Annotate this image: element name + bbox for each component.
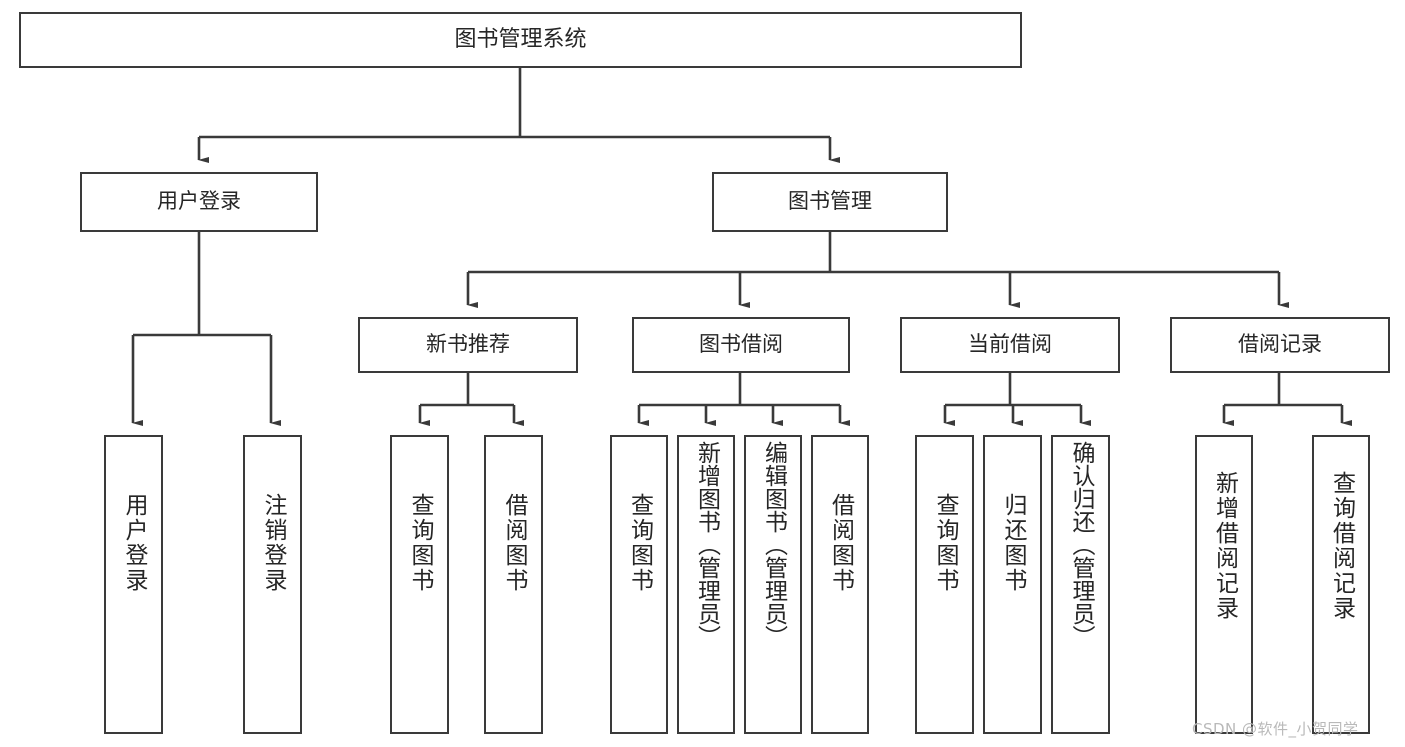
- node-label: 借阅记录: [1238, 332, 1322, 357]
- node-label: 借阅图书: [827, 493, 854, 593]
- node-label: 归还图书: [1000, 493, 1026, 593]
- leaf-query-book-borrow[interactable]: 查询图书: [610, 435, 668, 734]
- node-label: 图书借阅: [699, 332, 783, 357]
- node-label: 图书管理系统: [454, 26, 587, 52]
- leaf-logout[interactable]: 注销登录: [243, 435, 302, 734]
- leaf-return-book[interactable]: 归还图书: [983, 435, 1042, 734]
- leaf-confirm-return-admin[interactable]: 确认归还（管理员）: [1051, 435, 1110, 734]
- node-label: 查询借阅记录: [1328, 471, 1355, 621]
- node-label: 查询图书: [932, 493, 958, 593]
- node-current-borrow[interactable]: 当前借阅: [900, 317, 1120, 373]
- node-new-book-recommend[interactable]: 新书推荐: [358, 317, 578, 373]
- node-book-borrow[interactable]: 图书借阅: [632, 317, 850, 373]
- leaf-borrow-book-recommend[interactable]: 借阅图书: [484, 435, 543, 734]
- node-label: 图书管理: [788, 189, 872, 214]
- leaf-add-borrow-record[interactable]: 新增借阅记录: [1195, 435, 1253, 734]
- node-label: 查询图书: [407, 493, 433, 593]
- leaf-edit-book-admin[interactable]: 编辑图书（管理员）: [744, 435, 802, 734]
- node-label: 编辑图书（管理员）: [760, 441, 787, 648]
- leaf-user-login[interactable]: 用户登录: [104, 435, 163, 734]
- watermark: CSDN @软件_小贺同学: [1192, 720, 1359, 738]
- node-borrow-record[interactable]: 借阅记录: [1170, 317, 1390, 373]
- node-label: 新书推荐: [426, 332, 510, 357]
- leaf-borrow-book[interactable]: 借阅图书: [811, 435, 869, 734]
- node-label: 当前借阅: [968, 332, 1052, 357]
- node-label: 用户登录: [157, 189, 241, 214]
- node-book-management[interactable]: 图书管理: [712, 172, 948, 232]
- node-label: 注销登录: [260, 493, 286, 593]
- leaf-query-borrow-record[interactable]: 查询借阅记录: [1312, 435, 1370, 734]
- leaf-query-book-current[interactable]: 查询图书: [915, 435, 974, 734]
- node-label: 确认归还（管理员）: [1068, 441, 1094, 648]
- node-user-login[interactable]: 用户登录: [80, 172, 318, 232]
- node-label: 新增借阅记录: [1211, 471, 1238, 621]
- node-label: 查询图书: [626, 493, 653, 593]
- leaf-query-book-recommend[interactable]: 查询图书: [390, 435, 449, 734]
- node-root-system[interactable]: 图书管理系统: [19, 12, 1022, 68]
- node-label: 新增图书（管理员）: [693, 441, 720, 648]
- leaf-add-book-admin[interactable]: 新增图书（管理员）: [677, 435, 735, 734]
- node-label: 借阅图书: [501, 493, 527, 593]
- node-label: 用户登录: [121, 493, 147, 593]
